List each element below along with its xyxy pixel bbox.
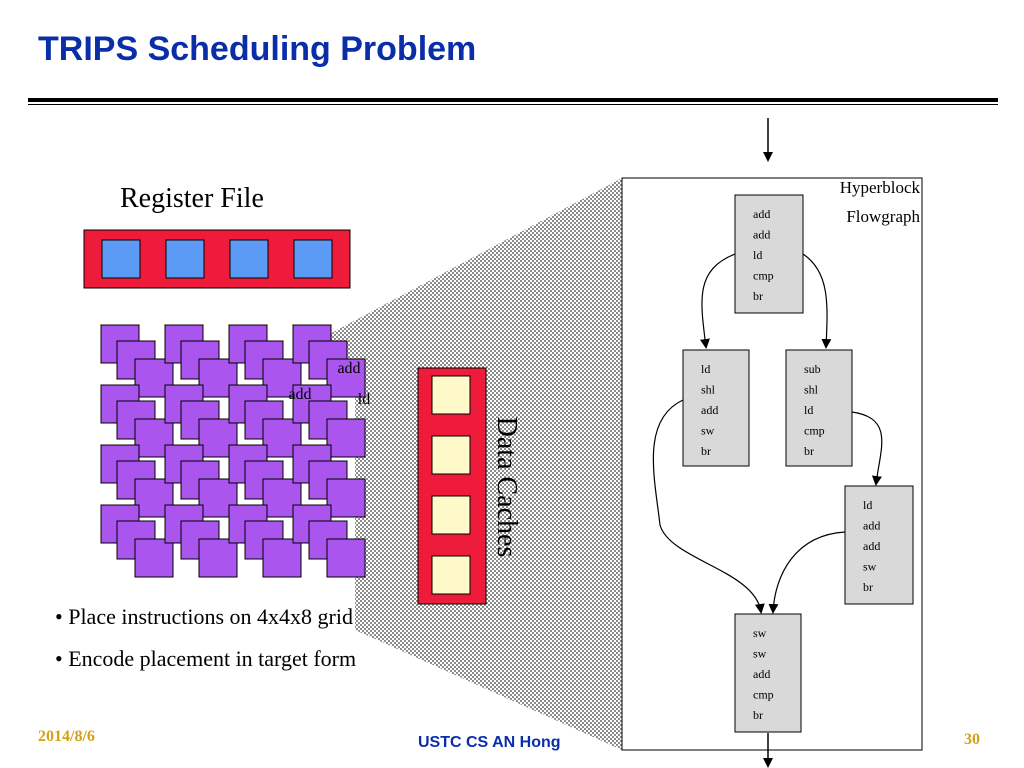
alu-cell bbox=[326, 418, 366, 458]
register-cell bbox=[229, 239, 269, 279]
alu-cell bbox=[326, 478, 366, 518]
flow-block-4: ld add add sw br bbox=[844, 485, 914, 605]
block-box bbox=[844, 485, 914, 605]
block-box bbox=[734, 194, 804, 314]
cache-cell bbox=[431, 495, 471, 535]
block-instruction: br bbox=[753, 708, 763, 722]
flow-blocks: addaddldcmpbrldshladdswbrsubshlldcmpbrld… bbox=[682, 194, 914, 733]
hyperblock-label-line1: Hyperblock bbox=[840, 178, 921, 197]
block-instruction: shl bbox=[701, 383, 716, 397]
alu-cell bbox=[198, 538, 238, 578]
register-cell bbox=[293, 239, 333, 279]
title-rule-thin bbox=[28, 104, 998, 105]
register-cell bbox=[101, 239, 141, 279]
alu-cell bbox=[326, 538, 366, 578]
flow-block-1: add add ld cmp br bbox=[734, 194, 804, 314]
bullet-item: • Encode placement in target form bbox=[55, 646, 357, 671]
register-cell bbox=[165, 239, 205, 279]
grid-label-add: add bbox=[288, 386, 311, 403]
slide-title: TRIPS Scheduling Problem bbox=[38, 30, 477, 68]
edge-b1-b3 bbox=[802, 253, 832, 349]
block-instruction: add bbox=[753, 207, 770, 221]
block-instruction: shl bbox=[804, 383, 819, 397]
data-cache-cells bbox=[431, 375, 471, 595]
title-rule bbox=[28, 98, 998, 102]
block-instruction: ld bbox=[753, 248, 762, 262]
block-instruction: br bbox=[753, 289, 763, 303]
block-instruction: sub bbox=[804, 362, 821, 376]
edge-b3-b4 bbox=[851, 411, 883, 486]
flow-block-5: sw sw add cmp br bbox=[734, 613, 802, 733]
block-instruction: add bbox=[863, 519, 880, 533]
cache-cell bbox=[431, 375, 471, 415]
alu-cell bbox=[326, 358, 366, 398]
footer-date: 2014/8/6 bbox=[38, 728, 95, 745]
footer-center: USTC CS AN Hong bbox=[418, 734, 561, 751]
block-box bbox=[785, 349, 853, 467]
hyperblock-label-line2: Flowgraph bbox=[846, 207, 920, 226]
block-instruction: br bbox=[804, 444, 814, 458]
block-box bbox=[734, 613, 802, 733]
block-instruction: add bbox=[701, 403, 718, 417]
alu-grid bbox=[100, 324, 366, 578]
block-instruction: sw bbox=[753, 647, 767, 661]
block-instruction: sw bbox=[701, 424, 715, 438]
edge-b4-b5 bbox=[768, 531, 846, 614]
block-instruction: br bbox=[701, 444, 711, 458]
page-number: 30 bbox=[964, 731, 980, 748]
alu-cell bbox=[198, 478, 238, 518]
register-file-label: Register File bbox=[120, 183, 264, 214]
grid-label-ld: ld bbox=[358, 391, 370, 408]
flow-block-3: sub shl ld cmp br bbox=[785, 349, 853, 467]
block-instruction: add bbox=[753, 228, 770, 242]
edge-b2-b5 bbox=[652, 399, 765, 614]
cache-cell bbox=[431, 555, 471, 595]
cache-cell bbox=[431, 435, 471, 475]
flow-block-2: ld shl add sw br bbox=[682, 349, 750, 467]
block-instruction: ld bbox=[701, 362, 710, 376]
alu-cell bbox=[262, 538, 302, 578]
block-instruction: cmp bbox=[753, 688, 774, 702]
grid-label-add-top: add bbox=[337, 360, 360, 377]
edge-b1-b2 bbox=[700, 253, 736, 349]
block-box bbox=[682, 349, 750, 467]
block-instruction: add bbox=[863, 539, 880, 553]
bullet-item: • Place instructions on 4x4x8 grid bbox=[55, 604, 353, 629]
register-cells bbox=[101, 239, 333, 279]
block-instruction: sw bbox=[753, 626, 767, 640]
block-instruction: ld bbox=[863, 498, 872, 512]
block-instruction: ld bbox=[804, 403, 813, 417]
block-instruction: add bbox=[753, 667, 770, 681]
block-instruction: br bbox=[863, 580, 873, 594]
block-instruction: cmp bbox=[753, 269, 774, 283]
bullet-list: • Place instructions on 4x4x8 grid • Enc… bbox=[55, 596, 356, 680]
alu-cell bbox=[134, 538, 174, 578]
block-instruction: cmp bbox=[804, 424, 825, 438]
block-instruction: sw bbox=[863, 560, 877, 574]
data-caches-label: Data Caches bbox=[491, 417, 522, 558]
